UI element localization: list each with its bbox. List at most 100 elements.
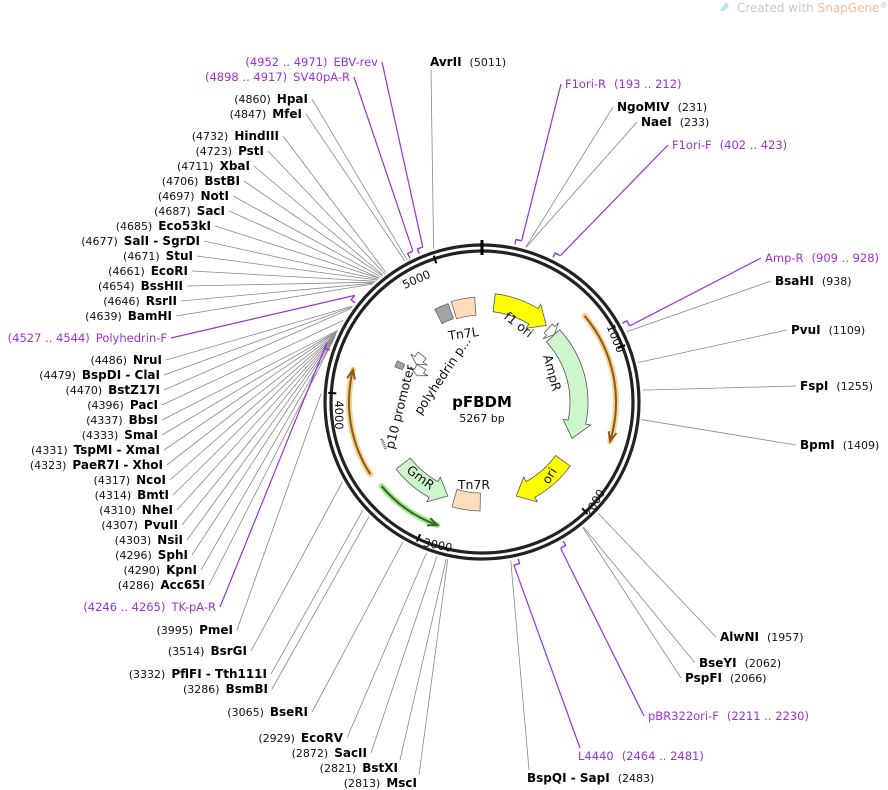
svg-text:(3286)BsmBI: (3286)BsmBI xyxy=(183,682,268,696)
label-position: (4723) xyxy=(195,145,232,158)
label-name: EBV-rev xyxy=(333,55,378,69)
site-label-ngomiv[interactable]: NgoMIV(231) xyxy=(617,100,707,114)
site-label-sali-sgrdi[interactable]: (4677)SalI - SgrDI xyxy=(81,234,200,248)
site-label-alwni[interactable]: AlwNI(1957) xyxy=(720,630,804,644)
site-label-pspfi[interactable]: PspFI(2066) xyxy=(685,671,767,685)
leader-line xyxy=(161,330,338,436)
site-label-paci[interactable]: (4396)PacI xyxy=(87,398,158,412)
site-label-nrui[interactable]: (4486)NruI xyxy=(90,353,162,367)
site-label-bstbi[interactable]: (4706)BstBI xyxy=(162,174,240,188)
leader-line xyxy=(176,334,336,511)
gmr-green-arc[interactable] xyxy=(378,483,441,529)
amp-r-primer-arc-right[interactable] xyxy=(581,312,619,445)
leader-line xyxy=(399,558,447,761)
site-label-nsii[interactable]: (4303)NsiI xyxy=(115,533,183,547)
site-label-bseri[interactable]: (3065)BseRI xyxy=(227,705,308,719)
label-name: BstXI xyxy=(362,761,398,775)
svg-text:(4323)PaeR7I - XhoI: (4323)PaeR7I - XhoI xyxy=(30,458,163,472)
primer-label-sv40pa-r[interactable]: (4898 .. 4917)SV40pA-R xyxy=(205,70,350,84)
site-label-smai[interactable]: (4333)SmaI xyxy=(82,428,158,442)
site-label-bspdi-clai[interactable]: (4479)BspDI - ClaI xyxy=(39,368,160,382)
site-label-bamhi[interactable]: (4639)BamHI xyxy=(85,309,172,323)
polyhedrin-promoter-arrow[interactable] xyxy=(409,363,429,377)
site-label-ncoi[interactable]: (4317)NcoI xyxy=(94,473,166,487)
promoter-arrow-small[interactable] xyxy=(542,322,559,340)
site-label-pvui[interactable]: PvuI(1109) xyxy=(791,323,865,337)
site-label-ecori[interactable]: (4661)EcoRI xyxy=(108,264,188,278)
label-position: (2211 .. 2230) xyxy=(727,709,809,723)
primer-label-amp-r[interactable]: Amp-R(909 .. 928) xyxy=(765,251,879,265)
site-label-bpmi[interactable]: BpmI(1409) xyxy=(800,438,879,452)
ori-arrow[interactable] xyxy=(515,454,571,503)
label-name: PaeR7I - XhoI xyxy=(72,458,163,472)
tn7l-box[interactable] xyxy=(450,296,477,320)
site-label-eco53ki[interactable]: (4685)Eco53kI xyxy=(116,219,211,233)
site-label-kpni[interactable]: (4290)KpnI xyxy=(124,563,197,577)
gmr-arrow[interactable] xyxy=(395,457,449,503)
site-label-psti[interactable]: (4723)PstI xyxy=(195,144,264,158)
primer-label-pbr322ori-f[interactable]: pBR322ori-F(2211 .. 2230) xyxy=(648,709,809,723)
site-label-ecorv[interactable]: (2929)EcoRV xyxy=(258,731,343,745)
site-label-hindiii[interactable]: (4732)HindIII xyxy=(192,129,279,143)
site-label-noti[interactable]: (4697)NotI xyxy=(158,189,229,203)
site-label-xbai[interactable]: (4711)XbaI xyxy=(177,159,250,173)
primer-label-f1ori-r[interactable]: F1ori-R(193 .. 212) xyxy=(565,77,682,91)
site-label-bsrgi[interactable]: (3514)BsrGI xyxy=(168,644,247,658)
polyhedrin-promoter-arrow-2[interactable] xyxy=(410,351,428,366)
primer-label-tk-pa-r[interactable]: (4246 .. 4265)TK-pA-R xyxy=(83,600,216,614)
tn7r-box[interactable] xyxy=(451,488,481,512)
site-label-rsrii[interactable]: (4646)RsrII xyxy=(103,294,177,308)
tick-mark xyxy=(581,507,589,515)
site-label-bstz17i[interactable]: (4470)BstZ17I xyxy=(66,383,160,397)
primer-label-polyhedrin-f[interactable]: (4527 .. 4544)Polyhedrin-F xyxy=(8,331,167,345)
svg-text:(4246 .. 4265)TK-pA-R: (4246 .. 4265)TK-pA-R xyxy=(83,600,216,614)
label-position: (4486) xyxy=(90,354,127,367)
site-label-bseyi[interactable]: BseYI(2062) xyxy=(699,656,781,670)
site-label-sacii[interactable]: (2872)SacII xyxy=(292,746,367,760)
site-label-pmei[interactable]: (3995)PmeI xyxy=(157,623,233,637)
ampr-arrow[interactable] xyxy=(545,329,592,439)
site-label-tspmi-xmai[interactable]: (4331)TspMI - XmaI xyxy=(31,443,160,457)
primer-label-ebv-rev[interactable]: (4952 .. 4971)EBV-rev xyxy=(245,55,378,69)
site-label-pvuii[interactable]: (4307)PvuII xyxy=(101,518,178,532)
site-label-nhei[interactable]: (4310)NheI xyxy=(99,503,173,517)
site-label-fspi[interactable]: FspI(1255) xyxy=(800,379,873,393)
feature-label-ori[interactable]: ori xyxy=(539,465,560,487)
site-label-mfei[interactable]: (4847)MfeI xyxy=(230,107,302,121)
site-label-bbsi[interactable]: (4337)BbsI xyxy=(86,413,158,427)
primer-binding-mark xyxy=(622,319,631,327)
site-label-bsahi[interactable]: BsaHI(938) xyxy=(775,274,852,288)
label-position: (4711) xyxy=(177,160,214,173)
site-label-bsshii[interactable]: (4654)BssHII xyxy=(98,279,183,293)
site-label-bsmbi[interactable]: (3286)BsmBI xyxy=(183,682,268,696)
site-label-avrii[interactable]: AvrII(5011) xyxy=(430,55,506,69)
svg-text:PspFI(2066): PspFI(2066) xyxy=(685,671,767,685)
site-label-naei[interactable]: NaeI(233) xyxy=(641,115,709,129)
site-label-sphi[interactable]: (4296)SphI xyxy=(115,548,188,562)
site-label-saci[interactable]: (4687)SacI xyxy=(154,204,225,218)
site-label-bspqi-sapi[interactable]: BspQI - SapI(2483) xyxy=(527,771,654,785)
site-label-msci[interactable]: (2813)MscI xyxy=(344,776,417,790)
site-label-paer7i-xhoi[interactable]: (4323)PaeR7I - XhoI xyxy=(30,458,163,472)
leader-line xyxy=(381,61,424,248)
gray-feature-small[interactable] xyxy=(394,360,406,371)
site-label-acc65i[interactable]: (4286)Acc65I xyxy=(118,578,205,592)
site-label-hpai[interactable]: (4860)HpaI xyxy=(234,92,308,106)
orange-arc-left[interactable] xyxy=(346,366,374,478)
site-label-pflfi-tth111i[interactable]: (3332)PflFI - Tth111I xyxy=(129,667,267,681)
svg-text:(4479)BspDI - ClaI: (4479)BspDI - ClaI xyxy=(39,368,160,382)
primer-label-f1ori-f[interactable]: F1ori-F(402 .. 423) xyxy=(672,138,787,152)
gray-feature-box[interactable] xyxy=(434,303,454,325)
site-label-stui[interactable]: (4671)StuI xyxy=(123,249,193,263)
label-position: (5011) xyxy=(470,56,507,69)
site-label-bstxi[interactable]: (2821)BstXI xyxy=(320,761,398,775)
feature-label-tn7r[interactable]: Tn7R xyxy=(457,477,491,492)
svg-text:(4337)BbsI: (4337)BbsI xyxy=(86,413,158,427)
feature-label-tn7l[interactable]: Tn7L xyxy=(446,324,479,343)
watermark-text: Created with xyxy=(737,1,818,15)
primer-label-l4440[interactable]: L4440(2464 .. 2481) xyxy=(578,749,704,763)
leader-line xyxy=(163,331,338,451)
svg-text:(4654)BssHII: (4654)BssHII xyxy=(98,279,183,293)
f1-ori-arrow[interactable] xyxy=(492,293,547,329)
site-label-bmti[interactable]: (4314)BmtI xyxy=(95,488,169,502)
